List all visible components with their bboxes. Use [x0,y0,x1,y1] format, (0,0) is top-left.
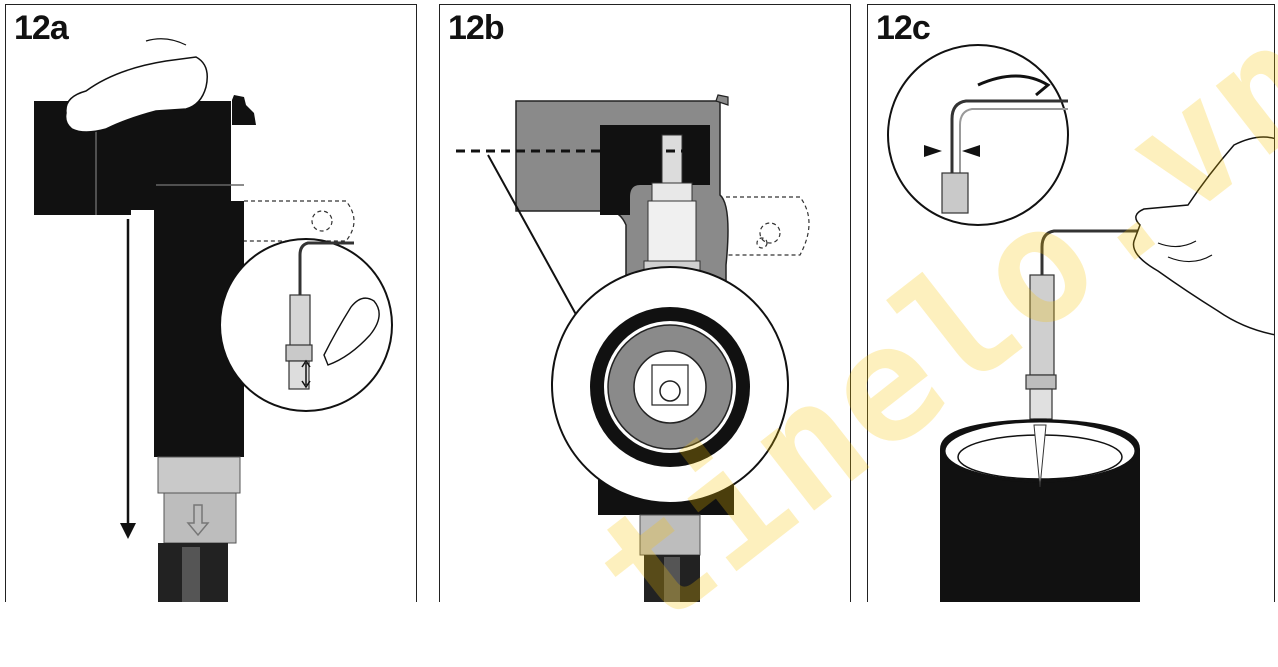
pull-down-arrow-head [120,523,136,539]
gray-sleeve-lower [163,492,237,544]
elbow-connector-body [34,101,244,457]
probe-bend-detail [941,99,1068,214]
connector-nut [651,182,693,202]
pinch-arrow-right [962,145,980,157]
elbow-notch [715,94,729,106]
panel-label-12b: 12b [448,9,505,47]
illustration-12b [456,94,810,602]
elbow-top-cap [232,95,256,125]
sleeve-arrow-icon [186,504,210,537]
detail-magnifier-circle [887,44,1069,226]
cable-braid [664,557,680,602]
hand-finger-lines [1157,240,1213,263]
hand-wrist-line [145,38,187,46]
probe-tool-detail [285,241,380,390]
hand-holding-probe [1132,136,1274,336]
probe-collar [1025,374,1057,390]
cable-sleeve [639,514,701,556]
panel-label-12a: 12a [14,9,69,47]
dashed-bracket-outline [726,196,810,256]
connector-body [647,200,697,262]
pinch-arrow-left [924,145,942,157]
illustration-12a [34,38,393,602]
hand-pressing [64,56,208,133]
cable-braid [182,547,200,602]
panel-label-12c: 12c [876,9,931,47]
probe-handle [1029,274,1055,376]
illustration-12c [887,44,1274,602]
rotate-arrow-icon [977,74,1051,97]
probe-tip-holder [1029,388,1053,420]
panel-12b: 12b [439,4,851,602]
probe-wire [1040,229,1168,275]
panel-12a: 12a [5,4,417,602]
panel-12c: 12c [867,4,1275,602]
needle-insert [1033,424,1047,488]
dashed-bracket-outline [244,200,355,242]
stud [661,134,683,184]
gray-sleeve-upper [157,456,241,494]
lug-hole [659,380,681,402]
